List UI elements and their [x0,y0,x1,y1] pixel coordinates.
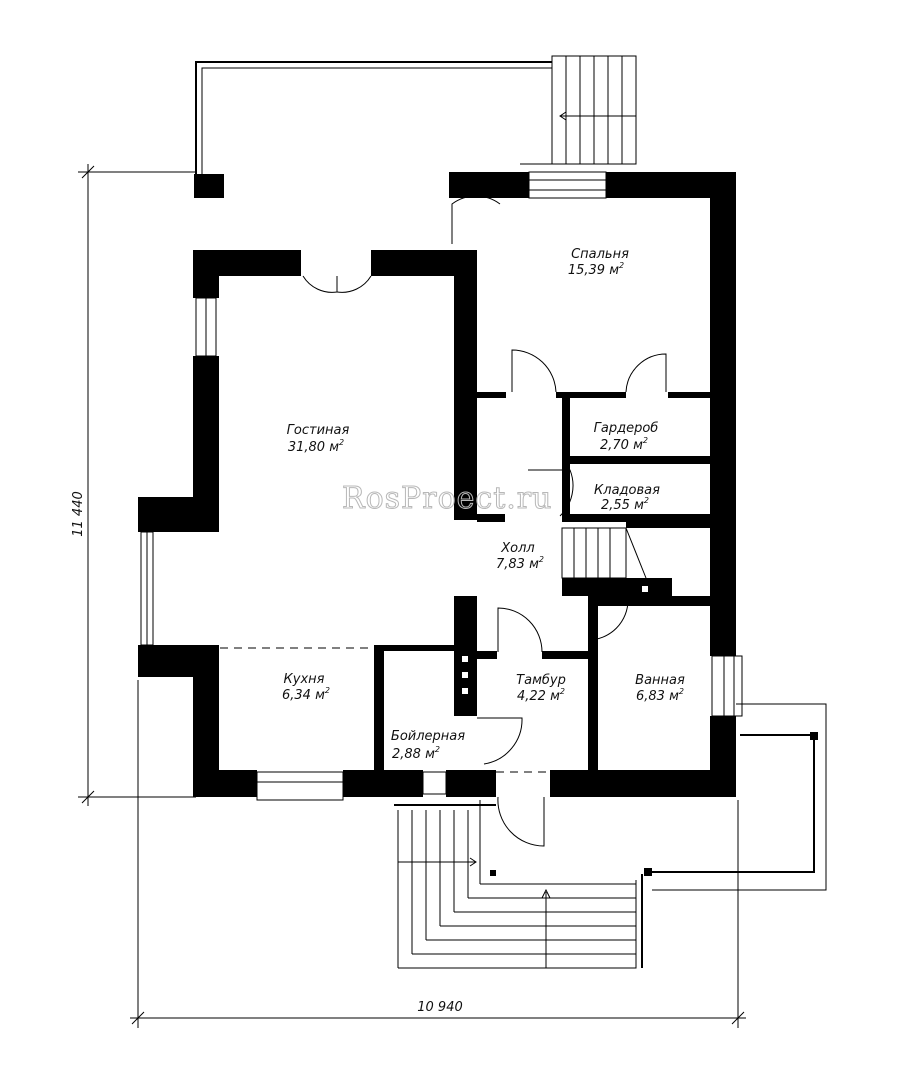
top-stairs [520,55,637,165]
entrance-porch [394,800,643,969]
terrace-outline [195,61,552,176]
svg-text:2,55 м2: 2,55 м2 [601,496,649,513]
room-label-pantry: Кладовая 2,55 м2 [594,483,660,513]
svg-text:2,88 м2: 2,88 м2 [392,745,440,762]
svg-text:Спальня: Спальня [571,247,629,262]
height-dimension-label: 11 440 [71,491,86,537]
room-label-kitchen: Кухня 6,34 м2 [282,672,330,703]
internal-stair [561,527,648,592]
svg-text:6,34 м2: 6,34 м2 [282,686,330,703]
svg-text:Тамбур: Тамбур [516,673,566,688]
svg-text:4,22 м2: 4,22 м2 [517,687,565,704]
width-dimension-label: 10 940 [417,1000,463,1015]
svg-text:Ванная: Ванная [635,673,685,688]
room-label-wardrobe: Гардероб 2,70 м2 [594,421,659,453]
doors [302,195,667,847]
svg-text:Бойлерная: Бойлерная [391,729,465,744]
right-terrace [644,703,827,891]
svg-text:Кладовая: Кладовая [594,483,660,498]
room-label-boiler: Бойлерная 2,88 м2 [391,729,465,762]
width-dimension [130,680,746,1028]
room-label-bedroom: Спальня 15,39 м2 [568,247,629,278]
height-dimension [78,164,196,806]
svg-text:Холл: Холл [500,541,534,556]
room-label-living: Гостиная 31,80 м2 [287,423,350,455]
windows [140,171,743,801]
svg-text:7,83 м2: 7,83 м2 [496,555,544,572]
svg-text:Гостиная: Гостиная [287,423,350,438]
watermark: RosProect.ru [342,481,552,516]
svg-text:Кухня: Кухня [284,672,325,687]
svg-text:6,83 м2: 6,83 м2 [636,687,684,704]
room-label-vestibule: Тамбур 4,22 м2 [516,673,566,704]
svg-text:15,39 м2: 15,39 м2 [568,261,624,278]
svg-text:Гардероб: Гардероб [594,421,659,436]
room-label-bath: Ванная 6,83 м2 [635,673,685,704]
boiler-equipment [462,656,468,694]
svg-text:2,70 м2: 2,70 м2 [600,436,648,453]
walls [138,172,736,797]
room-label-hall: Холл 7,83 м2 [496,541,544,572]
svg-text:31,80 м2: 31,80 м2 [288,438,344,455]
